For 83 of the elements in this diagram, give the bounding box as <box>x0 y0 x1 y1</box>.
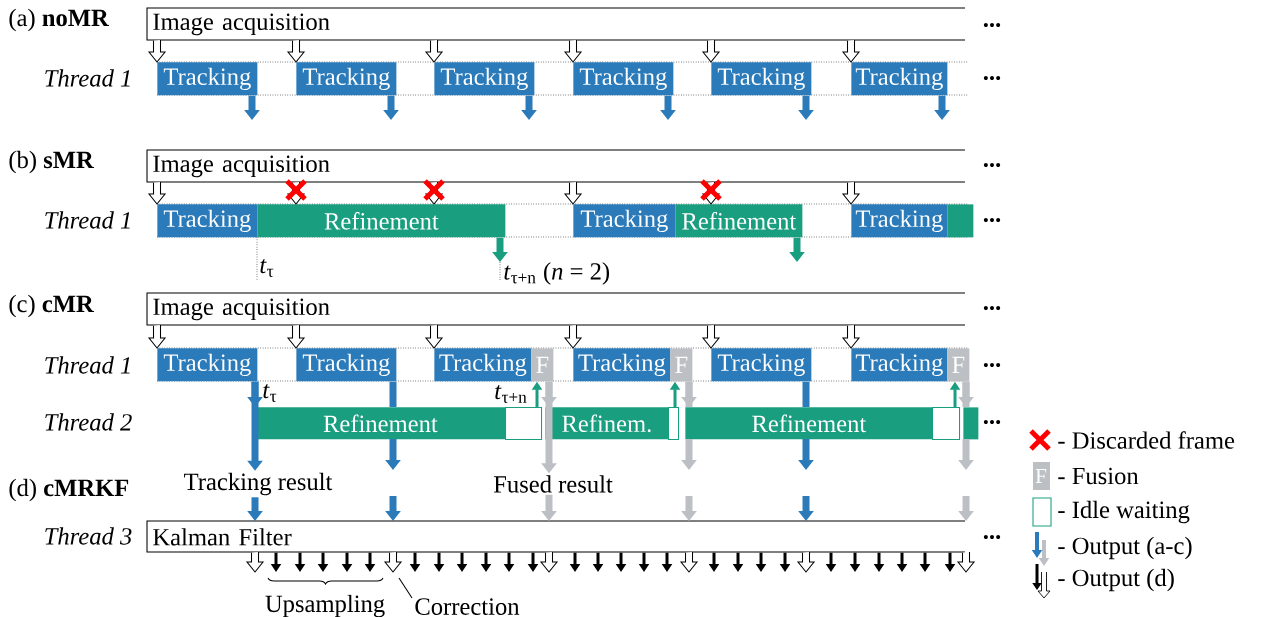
tracking-box: Tracking <box>157 62 258 96</box>
timeline-bar: Image acquisition <box>146 7 966 41</box>
ellipsis: ... <box>983 76 1001 80</box>
ellipsis: ... <box>983 218 1001 222</box>
idle-box <box>932 407 961 441</box>
hollow-arrow <box>841 324 861 349</box>
time-label: t$_{τ}$ <box>260 259 274 277</box>
fusion-box: F <box>531 348 554 382</box>
tracking-box: Tracking <box>573 348 671 382</box>
hollow-arrow <box>539 551 559 573</box>
hollow-arrow <box>563 39 583 63</box>
refinement-box: Refinem. <box>545 407 669 440</box>
hollow-arrow <box>424 39 444 63</box>
section-title: (a) noMR <box>9 8 109 32</box>
idle-box <box>668 407 680 441</box>
tracking-box: Tracking <box>851 62 948 96</box>
result-label: Fused result <box>493 475 613 493</box>
hollow-arrow <box>286 39 306 63</box>
ellipsis: ... <box>983 23 1001 27</box>
tracking-box: Tracking <box>573 62 674 96</box>
timeline-bar: Kalman Filter <box>146 520 966 553</box>
legend-text: - Discarded frame <box>1058 431 1235 449</box>
timeline-bar: Image acquisition <box>146 292 966 326</box>
hollow-arrow <box>956 551 976 573</box>
legend-text: - Fusion <box>1058 467 1139 485</box>
time-label: t$_{τ+n}$ <box>495 385 527 403</box>
tracking-box: Tracking <box>573 204 676 238</box>
hollow-arrow <box>563 181 583 205</box>
hollow-arrow <box>701 324 721 349</box>
hollow-arrow <box>245 551 265 573</box>
callout-label: t$_{τ+n}$ (n = 2) <box>504 262 610 285</box>
hollow-arrow <box>679 551 699 573</box>
hollow-arrow <box>147 39 167 63</box>
fusion-box: F <box>670 348 693 382</box>
ellipsis: ... <box>983 363 1001 367</box>
fusion-box: F <box>947 348 970 382</box>
tracking-box: Tracking <box>157 348 258 382</box>
tracking-box: Tracking <box>711 348 812 382</box>
leader-line <box>398 577 413 599</box>
hollow-arrow <box>701 39 721 63</box>
hollow-arrow <box>841 39 861 63</box>
thread-label: Thread 1 <box>45 211 130 229</box>
tracking-box: Tracking <box>851 348 948 382</box>
hollow-arrow <box>841 181 861 205</box>
legend-text: - Idle waiting <box>1058 500 1190 524</box>
refinement-box: Refinement <box>257 204 506 238</box>
hollow-arrow <box>563 324 583 349</box>
refinement-bar <box>947 204 974 238</box>
thread-label: Thread 2 <box>45 413 132 431</box>
tracking-box: Tracking <box>296 348 397 382</box>
timeline-bar: Image acquisition <box>146 149 966 183</box>
legend-text: - Output (a-c) <box>1058 536 1192 560</box>
ellipsis: ... <box>983 306 1001 310</box>
tracking-box: Tracking <box>434 62 535 96</box>
tracking-box: Tracking <box>434 348 532 382</box>
refinement-box: Refinement <box>255 407 506 440</box>
idle-box <box>505 407 543 441</box>
brace-label: Upsampling <box>265 594 385 617</box>
hollow-arrow <box>147 181 167 205</box>
tracking-box: Tracking <box>711 62 812 96</box>
time-label: t$_{τ}$ <box>263 384 277 402</box>
section-title: (b) sMR <box>9 150 94 174</box>
hollow-arrow <box>147 324 167 349</box>
callout-label: Correction <box>415 598 520 615</box>
hollow-arrow <box>286 324 306 349</box>
section-title: (c) cMR <box>9 294 94 318</box>
section-title: (d) cMRKF <box>9 478 129 502</box>
hollow-arrow <box>383 551 403 573</box>
hollow-arrow <box>796 551 816 573</box>
refinement-box: Refinement <box>685 407 933 440</box>
hollow-arrow <box>424 324 444 349</box>
thread-label: Thread 1 <box>45 356 130 374</box>
thread-label: Thread 1 <box>45 69 130 87</box>
result-label: Tracking result <box>184 472 333 496</box>
tracking-box: Tracking <box>851 204 948 238</box>
refinement-box: Refinement <box>675 204 803 238</box>
swatch-letter: F <box>1035 469 1047 483</box>
ellipsis: ... <box>983 163 1001 167</box>
refinement-bar <box>963 407 979 440</box>
tracking-box: Tracking <box>296 62 397 96</box>
tracking-box: Tracking <box>157 204 258 238</box>
legend-text: - Output (d) <box>1058 568 1174 592</box>
ellipsis: ... <box>983 420 1001 424</box>
